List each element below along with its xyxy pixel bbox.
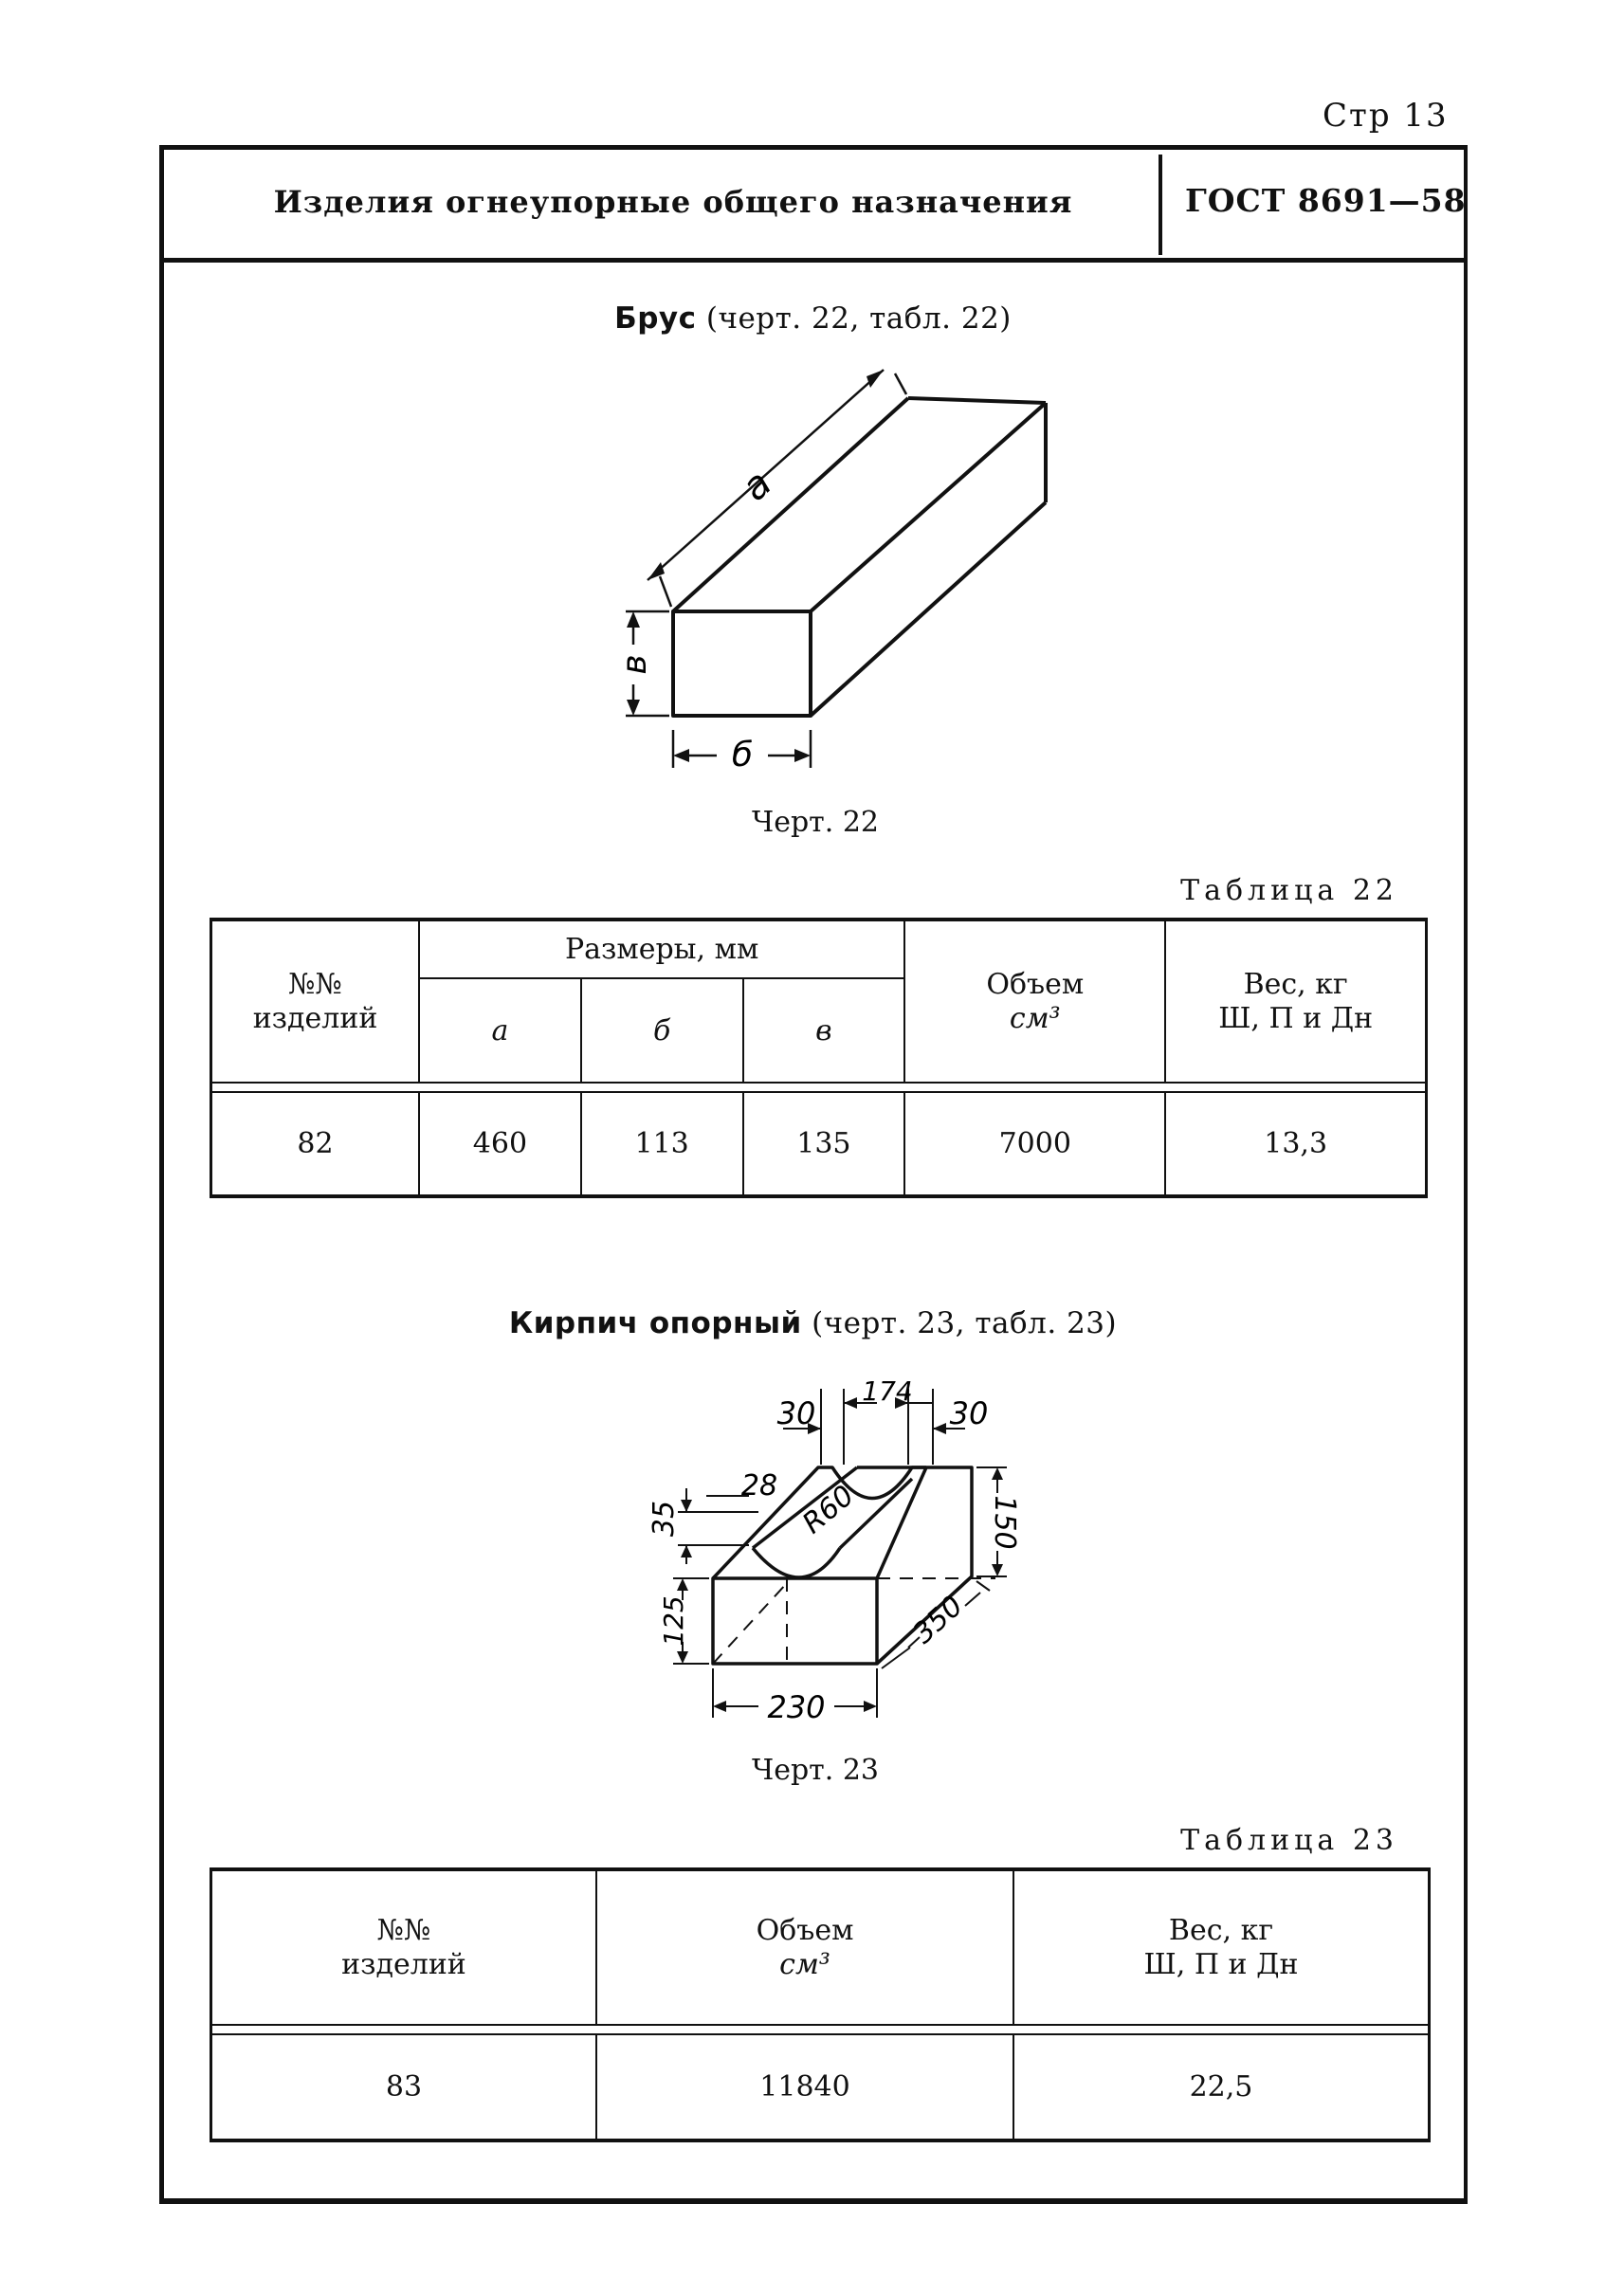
dimension-30-left-label: 30 xyxy=(777,1395,816,1431)
dimension-30-right-label: 30 xyxy=(950,1395,989,1431)
table-22-header-v: в xyxy=(741,977,906,1084)
table-22-header-a: а xyxy=(418,977,582,1084)
table-22-cell-number: 82 xyxy=(210,1091,421,1198)
figure-22-caption: Черт. 22 xyxy=(752,806,879,839)
page-frame xyxy=(159,145,1468,2204)
section-title-ref: (черт. 23, табл. 23) xyxy=(812,1306,1118,1340)
section-title-brus: Брус (черт. 22, табл. 22) xyxy=(284,301,1341,336)
table-22-cell-v: 135 xyxy=(741,1091,906,1198)
page-number: Стр 13 xyxy=(1323,97,1449,135)
section-title-support-brick: Кирпич опорный (черт. 23, табл. 23) xyxy=(284,1306,1341,1340)
dimension-230-label: 230 xyxy=(767,1689,825,1725)
dimension-b-label: б xyxy=(732,736,753,774)
section-title-bold: Брус xyxy=(614,301,697,336)
standard-code: ГОСТ 8691—58 xyxy=(1185,182,1467,219)
table-row: 83 11840 22,5 xyxy=(210,2033,1431,2142)
table-22-cell-a: 460 xyxy=(418,1091,582,1198)
table-row: 82 460 113 135 7000 13,3 xyxy=(210,1091,1429,1198)
dimension-28-label: 28 xyxy=(741,1469,777,1503)
dimension-174-label: 174 xyxy=(862,1375,912,1407)
dimension-35-label: 35 xyxy=(648,1501,681,1537)
table-22-header-sizes: Размеры, мм xyxy=(418,918,906,979)
table-22-cell-b: 113 xyxy=(579,1091,744,1198)
table-22-header-b: б xyxy=(579,977,744,1084)
table-23-label: Таблица 23 xyxy=(1180,1824,1398,1857)
header-divider xyxy=(159,258,1468,263)
table-23-cell-weight: 22,5 xyxy=(1013,2033,1431,2142)
table-22-cell-weight: 13,3 xyxy=(1164,1091,1429,1198)
table-22-label: Таблица 22 xyxy=(1180,874,1398,907)
dimension-v-label: в xyxy=(615,654,654,674)
figure-23-caption: Черт. 23 xyxy=(752,1754,879,1787)
table-23-cell-volume: 11840 xyxy=(595,2033,1014,2142)
header-vertical-divider xyxy=(1159,155,1162,255)
section-title-bold: Кирпич опорный xyxy=(508,1306,802,1340)
dimension-125-label: 125 xyxy=(658,1595,689,1646)
document-title: Изделия огнеупорные общего назначения xyxy=(273,184,1073,220)
table-22-cell-volume: 7000 xyxy=(903,1091,1167,1198)
section-title-ref: (черт. 22, табл. 22) xyxy=(705,301,1012,336)
dimension-150-label: 150 xyxy=(988,1495,1021,1549)
table-23-cell-number: 83 xyxy=(210,2033,597,2142)
